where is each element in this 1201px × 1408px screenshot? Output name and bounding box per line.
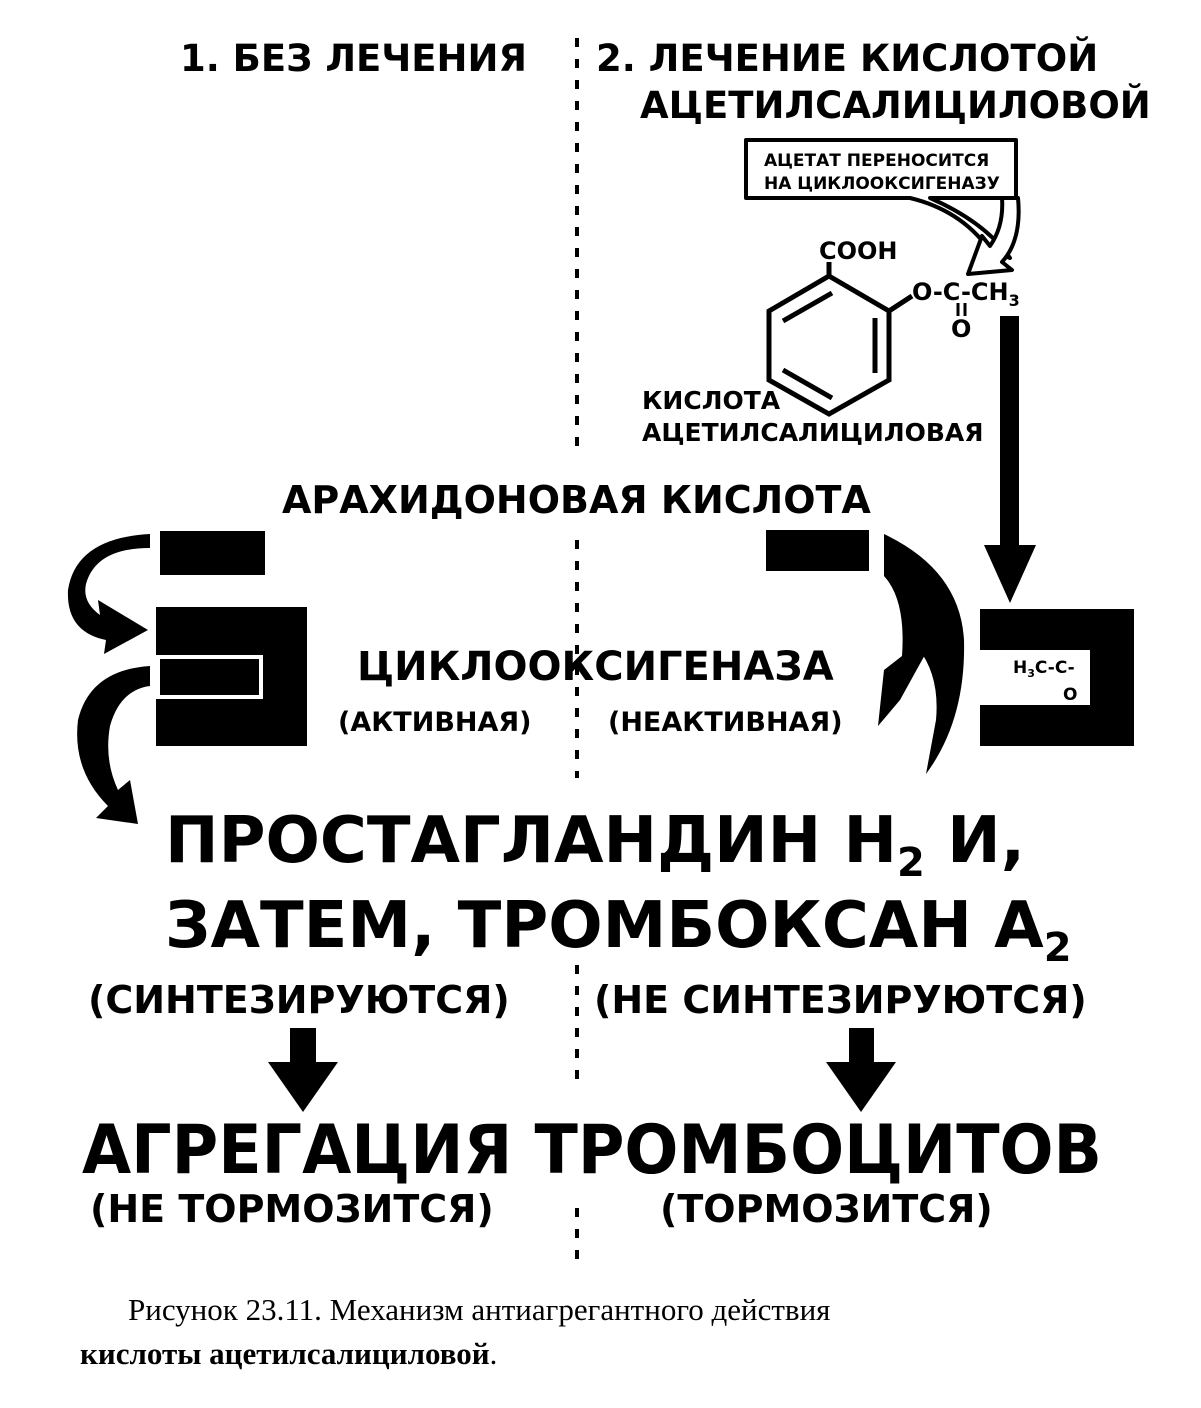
enzyme-name: ЦИКЛООКСИГЕНАЗА xyxy=(357,644,834,690)
right-column-heading-2: АЦЕТИЛСАЛИЦИЛОВОЙ xyxy=(640,83,1151,127)
substrate-label: АРАХИДОНОВАЯ КИСЛОТА xyxy=(282,478,871,522)
left-column-heading: 1. БЕЗ ЛЕЧЕНИЯ xyxy=(180,37,527,80)
molecule-name-2: АЦЕТИЛСАЛИЦИЛОВАЯ xyxy=(642,418,984,447)
acetyl-transfer-arrow xyxy=(984,316,1036,603)
carboxyl-group: COOH xyxy=(819,237,898,265)
right-column-heading-1: 2. ЛЕЧЕНИЕ КИСЛОТОЙ xyxy=(596,36,1098,80)
bound-acetyl-oxygen: O xyxy=(1063,685,1077,705)
down-arrow-right xyxy=(826,1028,896,1112)
products-state-right: (НЕ СИНТЕЗИРУЮТСЯ) xyxy=(594,978,1087,1022)
ring-double-bond-1 xyxy=(781,290,834,324)
release-arrow-left xyxy=(77,666,150,824)
outcome-state-left: (НЕ ТОРМОЗИТСЯ) xyxy=(90,1187,494,1231)
callout-line-2: НА ЦИКЛООКСИГЕНАЗУ xyxy=(764,174,1000,194)
binding-arrow-left xyxy=(67,534,150,654)
outcome-title: АГРЕГАЦИЯ ТРОМБОЦИТОВ xyxy=(82,1111,1102,1190)
carbonyl-oxygen: O xyxy=(951,315,971,343)
bound-acetyl-group: H3C-C- xyxy=(1013,658,1075,680)
products-state-left: (СИНТЕЗИРУЮТСЯ) xyxy=(88,978,510,1022)
aspirin-molecule: COOH O-C-CH3 O КИСЛОТА АЦЕТИЛСАЛИЦИЛОВАЯ xyxy=(642,237,1020,447)
caption-bold-text: кислоты ацетилсалициловой xyxy=(80,1336,490,1371)
ester-bond xyxy=(887,293,914,314)
outcome-state-right: (ТОРМОЗИТСЯ) xyxy=(660,1187,993,1231)
enzyme-state-active: (АКТИВНАЯ) xyxy=(338,707,532,738)
substrate-block-left xyxy=(160,531,265,575)
blocked-binding-arrow xyxy=(878,534,965,774)
callout-arrow xyxy=(966,196,1021,276)
caption-suffix: . xyxy=(489,1336,498,1371)
enzyme-state-inactive: (НЕАКТИВНАЯ) xyxy=(608,707,843,738)
callout-line-1: АЦЕТАТ ПЕРЕНОСИТСЯ xyxy=(764,151,989,171)
ester-subscript: 3 xyxy=(1009,291,1020,310)
substrate-block-right xyxy=(766,530,869,571)
enzyme-inactive xyxy=(980,609,1134,746)
enzyme-active xyxy=(156,607,307,746)
mechanism-diagram: 1. БЕЗ ЛЕЧЕНИЯ 2. ЛЕЧЕНИЕ КИСЛОТОЙ АЦЕТИ… xyxy=(67,36,1151,1265)
callout-bubble xyxy=(744,138,1018,260)
substrate-in-active-site xyxy=(160,659,259,695)
molecule-name-1: КИСЛОТА xyxy=(642,386,781,415)
products-line-1: ПРОСТАГЛАНДИН H2 И, xyxy=(165,804,1025,886)
figure-caption: Рисунок 23.11. Механизм антиагрегантного… xyxy=(80,1288,1160,1376)
ring-double-bond-3 xyxy=(781,367,834,401)
products-line-2: ЗАТЕМ, ТРОМБОКСАН A2 xyxy=(165,889,1072,971)
down-arrow-left xyxy=(268,1028,338,1112)
ester-chain: O-C-CH3 xyxy=(912,278,1020,310)
caption-text: Рисунок 23.11. Механизм антиагрегантного… xyxy=(128,1292,831,1327)
